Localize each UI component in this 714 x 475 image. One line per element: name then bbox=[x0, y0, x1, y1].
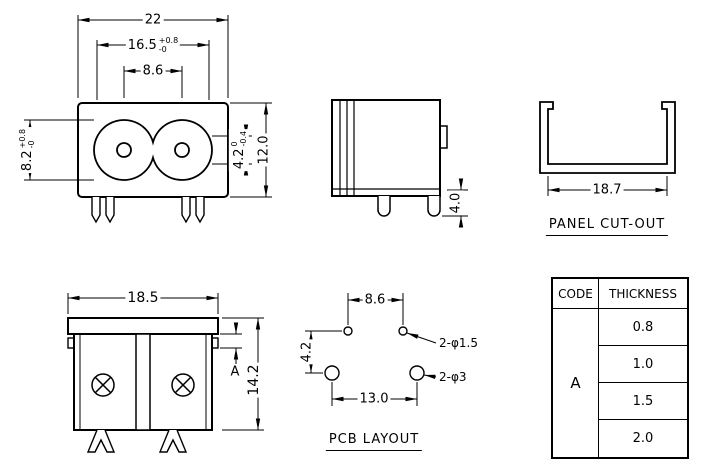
thickness-spec-table: CODE THICKNESS A 0.8 1.0 1.5 2.0 bbox=[551, 277, 689, 459]
pcb-layout-view bbox=[305, 293, 437, 406]
pcb-dimension-lines bbox=[305, 293, 437, 406]
dim-value: 8.2 bbox=[19, 150, 35, 172]
side-view bbox=[331, 99, 468, 228]
front-body-outline bbox=[77, 102, 229, 198]
left-pin-hole bbox=[116, 142, 132, 158]
bottom-right-tab bbox=[211, 337, 219, 349]
front-solder-legs bbox=[91, 197, 205, 224]
center-slot bbox=[135, 333, 151, 431]
dim-bottom-height: 14.2 bbox=[246, 362, 262, 398]
tolerance-stack: +0.8-0 bbox=[158, 35, 179, 54]
pcb-large-hole-left bbox=[324, 365, 340, 381]
dim-value: 4.2 bbox=[231, 148, 247, 170]
dim-pcb-bottom-spacing: 13.0 bbox=[357, 391, 391, 407]
dim-value: 16.5 bbox=[127, 37, 157, 53]
dim-panel-thickness-ref: A bbox=[228, 364, 242, 380]
pcb-layout-title: PCB LAYOUT bbox=[325, 432, 423, 451]
table-cell-thickness: 1.0 bbox=[599, 346, 687, 383]
table-cell-thickness: 2.0 bbox=[632, 431, 654, 446]
snap-feet bbox=[86, 429, 188, 453]
panel-cutout-outline bbox=[539, 101, 676, 174]
pcb-small-hole-left bbox=[343, 326, 353, 336]
dim-pcb-top-spacing: 8.6 bbox=[362, 292, 388, 308]
bottom-view bbox=[67, 293, 264, 453]
panel-cutout-title: PANEL CUT-OUT bbox=[545, 217, 669, 236]
tolerance-stack: 0-0.4 bbox=[229, 130, 248, 147]
tolerance-stack: +0.8-0 bbox=[17, 128, 36, 149]
right-screw-terminal bbox=[171, 373, 195, 397]
dim-side-pin-length: 4.0 bbox=[448, 190, 464, 216]
dim-front-flange-width: 16.5 +0.8-0 bbox=[125, 34, 181, 56]
table-cell-thickness: 1.5 bbox=[599, 383, 687, 420]
right-pin-hole bbox=[174, 142, 190, 158]
bottom-inner-lines bbox=[79, 334, 207, 430]
side-pins bbox=[377, 196, 441, 217]
left-screw-terminal bbox=[91, 373, 115, 397]
bottom-left-tab bbox=[67, 337, 75, 349]
dim-front-waist-height: 4.2 0-0.4 bbox=[228, 128, 250, 172]
front-view bbox=[24, 15, 272, 224]
side-flange-lines bbox=[332, 100, 440, 196]
label-large-holes: 2-φ3 bbox=[438, 370, 468, 384]
dim-front-overall-height: 12.0 bbox=[256, 133, 272, 167]
label-small-holes: 2-φ1.5 bbox=[438, 336, 479, 350]
bottom-dimension-lines bbox=[67, 293, 264, 431]
table-header-thickness: THICKNESS bbox=[599, 279, 687, 309]
table-cell-thickness: 0.8 bbox=[599, 309, 687, 346]
dim-bottom-width: 18.5 bbox=[125, 290, 161, 306]
side-body-outline bbox=[331, 99, 441, 197]
table-cell-code: A bbox=[553, 309, 599, 457]
bottom-cap-outline bbox=[67, 317, 219, 335]
pcb-small-hole-right bbox=[398, 326, 408, 336]
side-latch bbox=[439, 125, 448, 149]
dim-front-overall-width: 22 bbox=[142, 12, 164, 28]
pcb-large-hole-right bbox=[409, 365, 425, 381]
figure8-recess bbox=[93, 119, 213, 181]
dim-pcb-row-offset: 4.2 bbox=[299, 339, 315, 365]
dim-panel-cutout-width: 18.7 bbox=[590, 182, 624, 198]
table-header-code: CODE bbox=[553, 279, 599, 309]
dim-front-pin-spacing: 8.6 bbox=[140, 63, 166, 79]
dim-front-recess-height: 8.2 +0.8-0 bbox=[16, 126, 38, 174]
